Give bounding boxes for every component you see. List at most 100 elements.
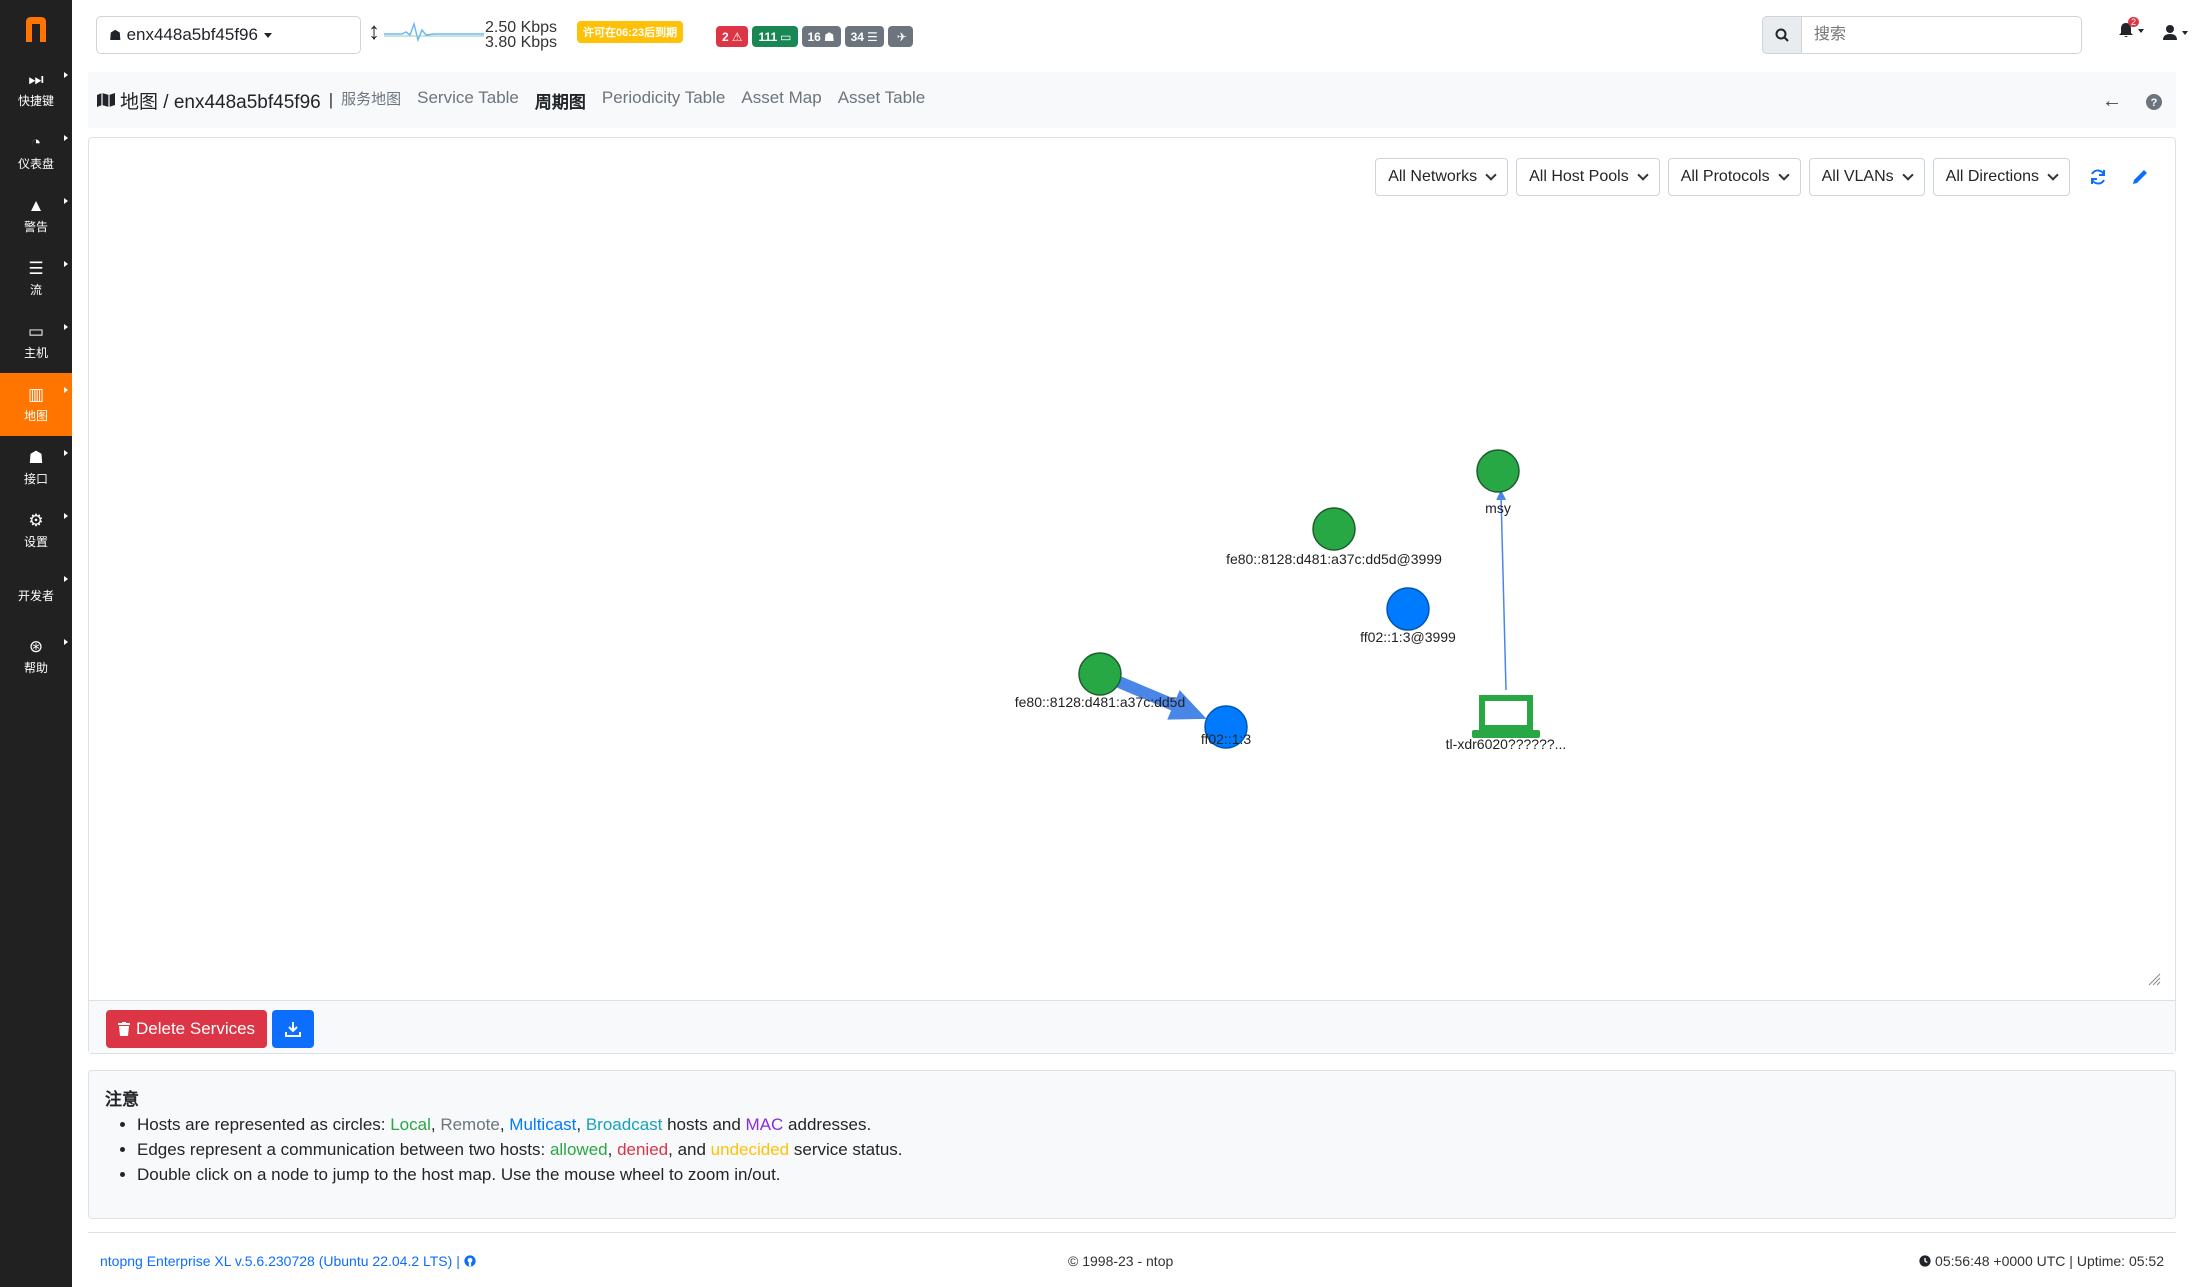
delete-services-button[interactable]: Delete Services xyxy=(106,1010,268,1048)
sidebar-item-2[interactable]: ▲ 警告 xyxy=(0,184,72,247)
list-icon: ☰ xyxy=(28,258,44,278)
sidebar-item-label: 帮助 xyxy=(23,660,48,675)
sidebar-item-7[interactable]: ⚙ 设置 xyxy=(0,499,72,562)
warning-icon: ▲ xyxy=(27,195,45,215)
version-link[interactable]: ntopng Enterprise XL v.5.6.230728 (Ubunt… xyxy=(100,1253,476,1269)
chevron-right-icon xyxy=(64,324,68,330)
graph-edge-thick[interactable] xyxy=(1117,676,1207,720)
map-icon xyxy=(97,93,115,107)
chevron-down-icon xyxy=(2138,29,2144,33)
badge-count: 16 xyxy=(807,29,821,44)
sidebar-item-label: 接口 xyxy=(23,471,48,486)
graph-node[interactable]: ff02::1:3 xyxy=(1201,705,1252,749)
graph-node[interactable]: msy xyxy=(1476,449,1520,516)
badge-count: 34 xyxy=(850,29,864,44)
filter-dropdown-2[interactable]: All Protocols xyxy=(1667,158,1801,196)
graph-node[interactable]: tl-xdr6020??????... xyxy=(1446,695,1567,752)
filter-label: All VLANs xyxy=(1821,168,1894,185)
graph-node[interactable]: fe80::8128:d481:a37c:dd5d xyxy=(1015,652,1186,710)
tab-0[interactable]: 服务地图 xyxy=(341,90,402,108)
interface-select[interactable]: ☗ enx448a5bf45f96 xyxy=(96,16,361,54)
tab-1[interactable]: Service Table xyxy=(417,87,519,107)
page-title: 地图 / enx448a5bf45f96 xyxy=(120,91,321,113)
sidebar-item-label: 仪表盘 xyxy=(17,156,54,171)
filter-dropdown-0[interactable]: All Networks xyxy=(1375,158,1509,196)
chevron-right-icon xyxy=(64,198,68,204)
chevron-right-icon xyxy=(64,513,68,519)
bell-icon xyxy=(2119,23,2133,37)
sidebar-item-1[interactable]: ◔ 仪表盘 xyxy=(0,121,72,184)
legend-remote: Remote xyxy=(440,1115,500,1134)
node-label: fe80::8128:d481:a37c:dd5d@3999 xyxy=(1226,551,1442,567)
status-badge[interactable]: 2⚠ xyxy=(716,26,749,47)
search-button[interactable] xyxy=(1762,16,1802,54)
network-graph[interactable]: fe80::8128:d481:a37c:dd5d@3999 msyff02::1… xyxy=(89,138,2175,1000)
node-circle xyxy=(1476,449,1520,493)
filter-dropdown-3[interactable]: All VLANs xyxy=(1808,158,1925,196)
search-input[interactable] xyxy=(1802,16,2082,54)
sidebar-item-6[interactable]: ☗ 接口 xyxy=(0,436,72,499)
chevron-right-icon xyxy=(64,576,68,582)
sidebar-item-4[interactable]: ▭ 主机 xyxy=(0,310,72,373)
ntop-logo[interactable] xyxy=(0,0,72,58)
search-box xyxy=(1762,16,2082,54)
chevron-right-icon xyxy=(64,450,68,456)
laptop-base xyxy=(1472,730,1540,738)
notes-panel: 注意 Hosts are represented as circles: Loc… xyxy=(88,1070,2176,1219)
badge-icon: ⚠ xyxy=(731,29,743,44)
status-badge[interactable]: 16☗ xyxy=(801,26,841,47)
sidebar-item-9[interactable]: ⊛ 帮助 xyxy=(0,625,72,688)
download-speed: 3.80 Kbps xyxy=(485,34,558,51)
back-arrow-icon[interactable]: ← xyxy=(2102,90,2122,112)
edit-pencil-icon[interactable] xyxy=(2131,168,2149,186)
sidebar-item-0[interactable]: ⏭ 快捷键 xyxy=(0,58,72,121)
graph-node[interactable]: fe80::8128:d481:a37c:dd5d@3999 xyxy=(1226,507,1442,567)
tab-4[interactable]: Asset Map xyxy=(741,87,822,107)
filter-label: All Directions xyxy=(1945,168,2039,185)
resize-handle-icon[interactable] xyxy=(2147,972,2161,986)
download-button[interactable] xyxy=(272,1010,314,1048)
graph-edge[interactable] xyxy=(1496,490,1507,691)
clock-icon xyxy=(1919,1255,1931,1267)
filter-dropdown-1[interactable]: All Host Pools xyxy=(1516,158,1660,196)
node-circle xyxy=(1078,652,1122,696)
sidebar-item-label: 警告 xyxy=(23,219,48,234)
graph-node[interactable]: ff02::1:3@3999 xyxy=(1360,587,1456,645)
chevron-right-icon xyxy=(64,639,68,645)
chevron-down-icon xyxy=(263,32,272,38)
badge-count: 111 xyxy=(758,29,778,44)
notifications-button[interactable]: 2 xyxy=(2118,17,2144,43)
sidebar-item-8[interactable]: 开发者 xyxy=(0,562,72,625)
help-icon: ⊛ xyxy=(28,636,44,656)
tab-5[interactable]: Asset Table xyxy=(837,87,926,107)
up-down-arrow-icon: ↕ xyxy=(368,18,380,45)
sidebar-item-3[interactable]: ☰ 流 xyxy=(0,247,72,310)
tab-3[interactable]: Periodicity Table xyxy=(601,87,726,107)
status-badge[interactable]: 34☰ xyxy=(844,26,884,47)
tab-2[interactable]: 周期图 xyxy=(534,92,586,112)
badge-icon: ☗ xyxy=(823,29,835,44)
sidebar-item-label: 流 xyxy=(29,282,42,297)
search-icon xyxy=(1775,28,1789,42)
breadcrumb-separator: | xyxy=(328,90,334,109)
user-menu[interactable] xyxy=(2162,24,2188,45)
filter-dropdown-4[interactable]: All Directions xyxy=(1932,158,2070,196)
laptop-icon xyxy=(1479,695,1533,731)
interface-name: enx448a5bf45f96 xyxy=(126,25,258,44)
map-icon: ▥ xyxy=(27,384,45,404)
status-badge[interactable]: ✈ xyxy=(887,26,913,47)
refresh-icon[interactable] xyxy=(2089,168,2107,186)
sidebar-item-5[interactable]: ▥ 地图 xyxy=(0,373,72,436)
status-badge[interactable]: 111▭ xyxy=(752,26,798,47)
forward-icon: ⏭ xyxy=(28,69,44,89)
node-circle xyxy=(1386,587,1430,631)
license-badge[interactable]: 许可在06:23后到期 xyxy=(577,21,684,43)
node-circle xyxy=(1204,705,1248,749)
help-icon[interactable]: ? xyxy=(2146,93,2162,110)
page-footer: ntopng Enterprise XL v.5.6.230728 (Ubunt… xyxy=(88,1232,2176,1287)
github-icon xyxy=(464,1255,476,1267)
node-circle xyxy=(1312,507,1356,551)
filter-label: All Networks xyxy=(1388,168,1478,185)
